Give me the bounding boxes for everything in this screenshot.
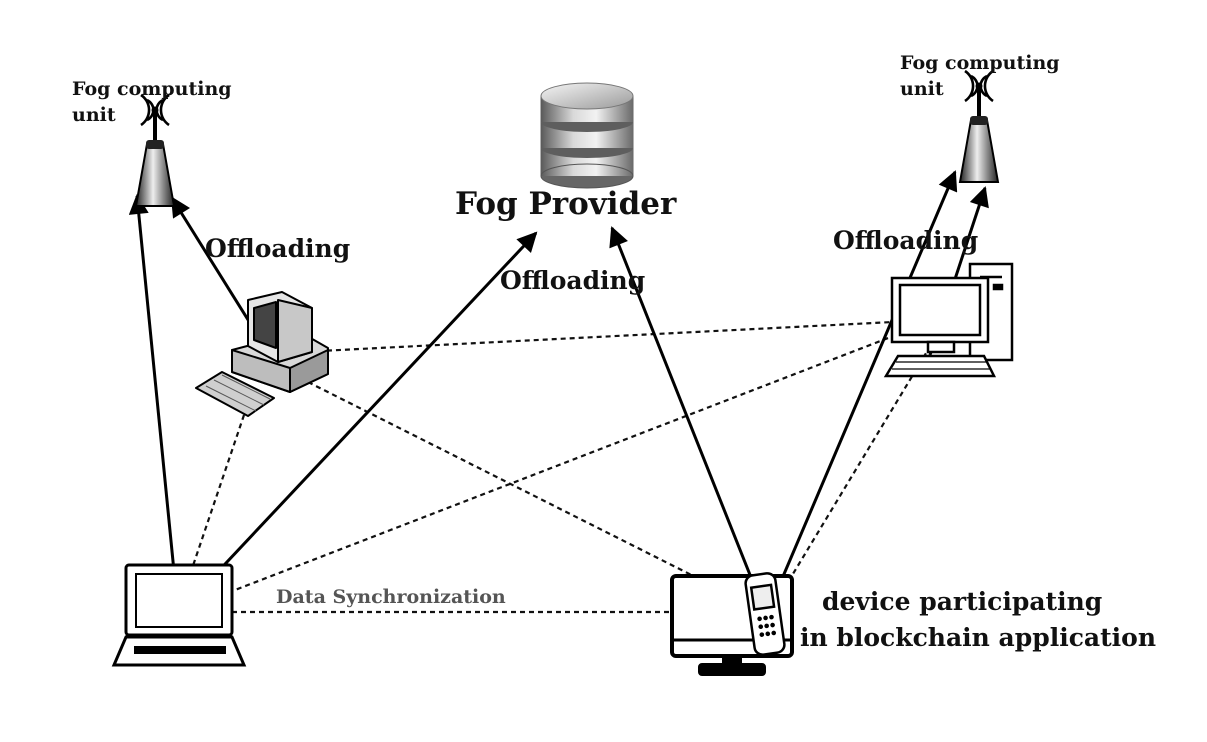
fog-unit-right-line1: Fog computing	[900, 52, 1060, 74]
antenna-tower-icon	[958, 69, 1000, 183]
offloading-right-label: Offloading	[833, 226, 979, 255]
fog-unit-left-line2: unit	[72, 104, 116, 126]
device-label-line2: in blockchain application	[800, 623, 1157, 652]
link-laptop-to-right-computer	[177, 316, 941, 614]
desktop-computer-icon	[883, 262, 1014, 378]
fog-provider-label: Fog Provider	[455, 186, 677, 222]
data-sync-label: Data Synchronization	[276, 586, 506, 608]
mobile-phone-icon	[744, 572, 786, 656]
antenna-tower-icon	[134, 93, 176, 207]
arrow-monitor-to-right-fog	[771, 170, 958, 601]
fog-unit-left-line1: Fog computing	[72, 78, 232, 100]
database-server-icon	[540, 82, 634, 189]
arrow-laptop-to-left-fog	[128, 194, 180, 613]
offloading-arrows	[128, 170, 989, 614]
desktop-computer-icon	[195, 291, 329, 417]
arrow-monitor-to-provider	[609, 226, 762, 601]
link-desktop-to-right-computer	[299, 320, 894, 354]
offloading-left-label: Offloading	[205, 234, 351, 263]
laptop-icon	[111, 563, 247, 667]
fog-unit-right-label: Fog computing unit	[900, 50, 1060, 102]
arrow-laptop-to-provider	[178, 231, 538, 614]
fog-unit-right-line2: unit	[900, 78, 944, 100]
link-desktop-to-monitor	[299, 377, 766, 613]
offloading-center-label: Offloading	[500, 266, 646, 295]
fog-unit-left-label: Fog computing unit	[72, 76, 232, 128]
device-label-line1: device participating	[822, 587, 1103, 616]
